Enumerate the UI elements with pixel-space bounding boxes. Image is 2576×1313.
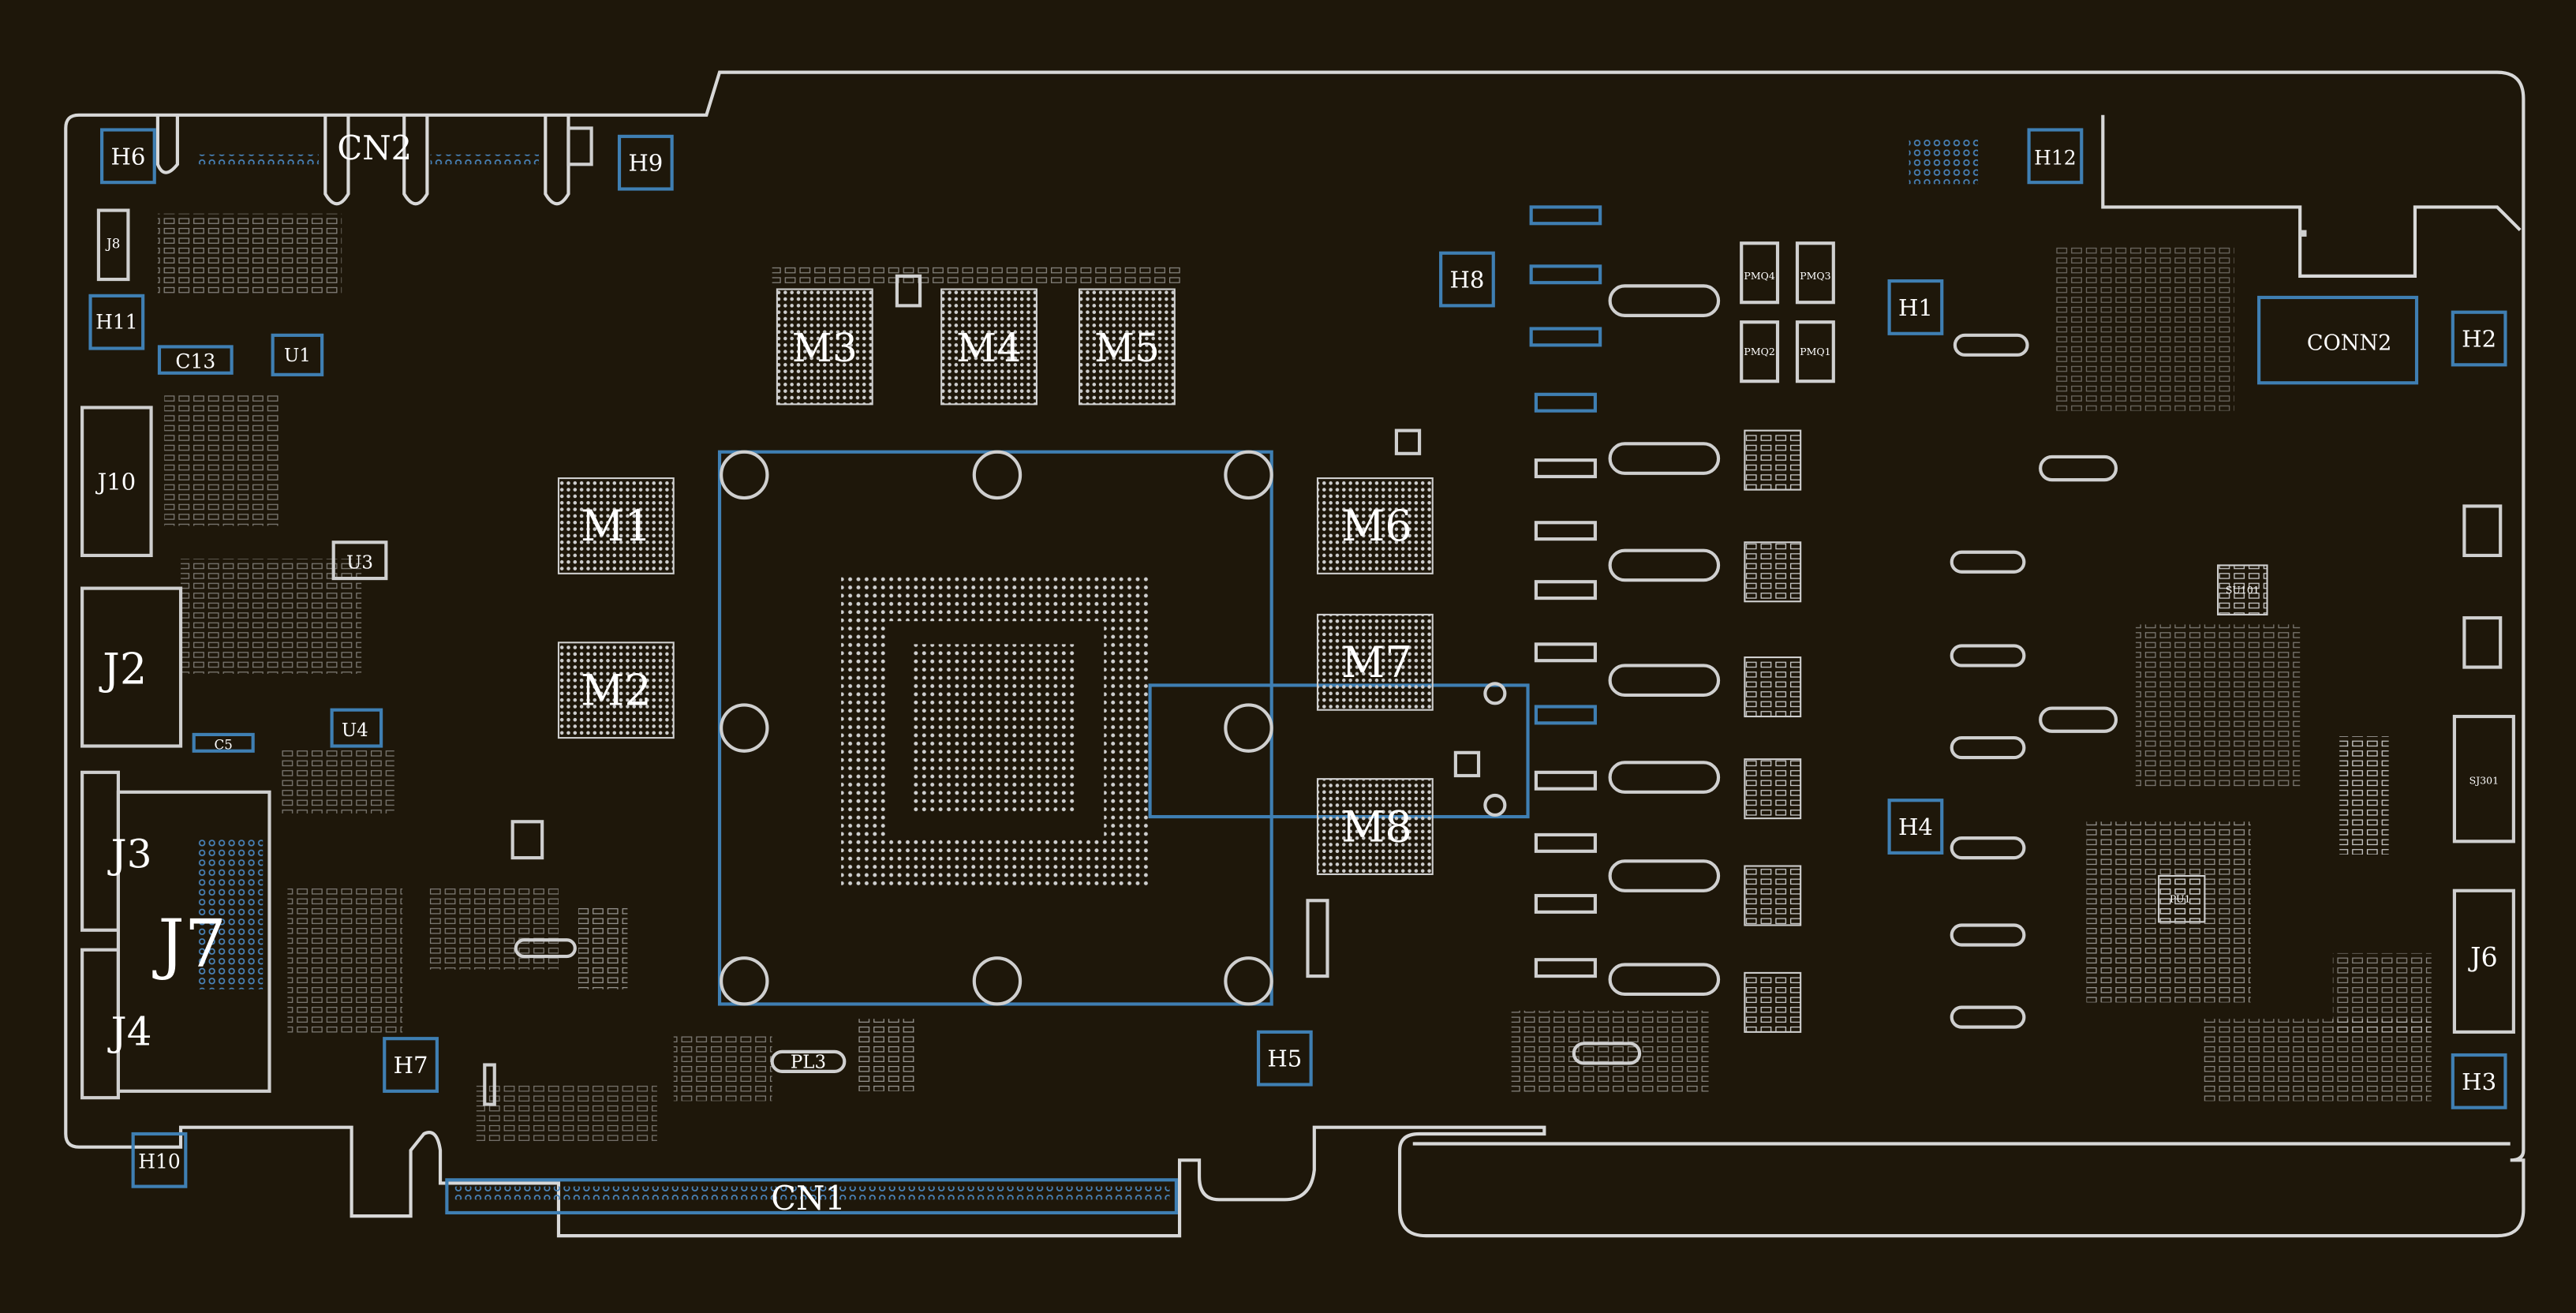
pmq1-label: PMQ1 — [1800, 346, 1830, 357]
m5-label: M5 — [1094, 325, 1160, 371]
h7-label: H7 — [394, 1052, 428, 1079]
m1-label: M1 — [581, 501, 652, 551]
h5-label: H5 — [1267, 1046, 1302, 1072]
h3-label: H3 — [2462, 1068, 2496, 1095]
m2-label: M2 — [581, 665, 652, 715]
u4-label: U4 — [342, 720, 368, 741]
j8-label: J8 — [105, 236, 120, 251]
pu1-label: PU1 — [2170, 892, 2191, 904]
h11-label: H11 — [95, 311, 138, 334]
mounting-holes — [88, 128, 2507, 1188]
h6-label: H6 — [110, 143, 145, 170]
bracket-notch — [2101, 114, 2522, 278]
m8-label: M8 — [1341, 802, 1412, 851]
conn2-label: CONN2 — [2307, 331, 2391, 356]
sj301-label: SJ301 — [2469, 774, 2499, 786]
h4-label: H4 — [1898, 814, 1933, 840]
j6-label: J6 — [2468, 942, 2498, 973]
left-small-components — [157, 213, 1481, 1144]
pmq3-label: PMQ3 — [1800, 270, 1830, 282]
pmq2-label: PMQ2 — [1744, 346, 1774, 357]
vrm-components — [1529, 205, 2118, 1065]
power-section — [1511, 137, 2515, 1102]
h8-label: H8 — [1449, 266, 1484, 293]
j2-label: J2 — [99, 644, 147, 694]
pl3-label: PL3 — [791, 1053, 826, 1073]
cn1-pins — [453, 1186, 1170, 1200]
c5-label: C5 — [215, 738, 233, 753]
cn2-label: CN2 — [337, 129, 412, 167]
pmq4-label: PMQ4 — [1744, 270, 1774, 282]
j10-label: J10 — [95, 469, 136, 496]
c13-label: C13 — [175, 350, 215, 373]
h9-label: H9 — [628, 150, 663, 177]
m6-label: M6 — [1341, 501, 1412, 551]
io-connectors — [80, 208, 271, 1100]
memory-chip-footprints — [557, 288, 1434, 875]
m3-label: M3 — [792, 325, 858, 371]
h1-label: H1 — [1898, 294, 1933, 321]
board-outline — [64, 70, 2526, 1238]
refdes-labels: CN1 CN2 CONN2 M1 M2 M3 M4 M5 M6 M7 M8 J2… — [95, 129, 2499, 1218]
m7-label: M7 — [1341, 638, 1412, 687]
u3-label: U3 — [346, 553, 373, 574]
cn2-connector — [155, 114, 593, 206]
h2-label: H2 — [2462, 325, 2496, 352]
h10-label: H10 — [138, 1150, 181, 1173]
gpu-bga-footprint — [841, 573, 1150, 886]
u1-label: U1 — [284, 346, 311, 366]
m4-label: M4 — [956, 325, 1022, 371]
j3-label: J3 — [107, 832, 152, 877]
j7-label: J7 — [152, 906, 226, 982]
h12-label: H12 — [2034, 146, 2077, 169]
j4-label: J4 — [107, 1009, 152, 1055]
cn1-label: CN1 — [771, 1179, 846, 1218]
cn1-connector-outline — [445, 1178, 1178, 1215]
gpu-mount-holes — [720, 450, 1507, 1006]
su101-label: SU101 — [2226, 584, 2260, 596]
